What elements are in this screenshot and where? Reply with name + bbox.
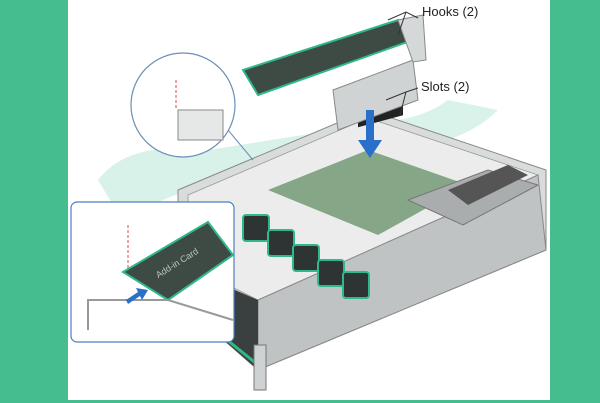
slots-callout: Slots (2) — [421, 79, 470, 94]
hooks-callout: Hooks (2) — [422, 4, 479, 19]
push-arrow-icon — [126, 288, 148, 304]
add-in-card-top — [241, 14, 427, 131]
illustration-canvas: Add-in Card Hooks (2) Slots (2) — [68, 0, 550, 400]
screw-detail-inset — [130, 52, 254, 161]
card-detail-inset — [70, 201, 235, 343]
callout-leaders — [385, 11, 419, 116]
server-illustration — [70, 11, 547, 391]
insert-arrow-icon — [358, 110, 382, 158]
fan-row — [242, 214, 370, 299]
